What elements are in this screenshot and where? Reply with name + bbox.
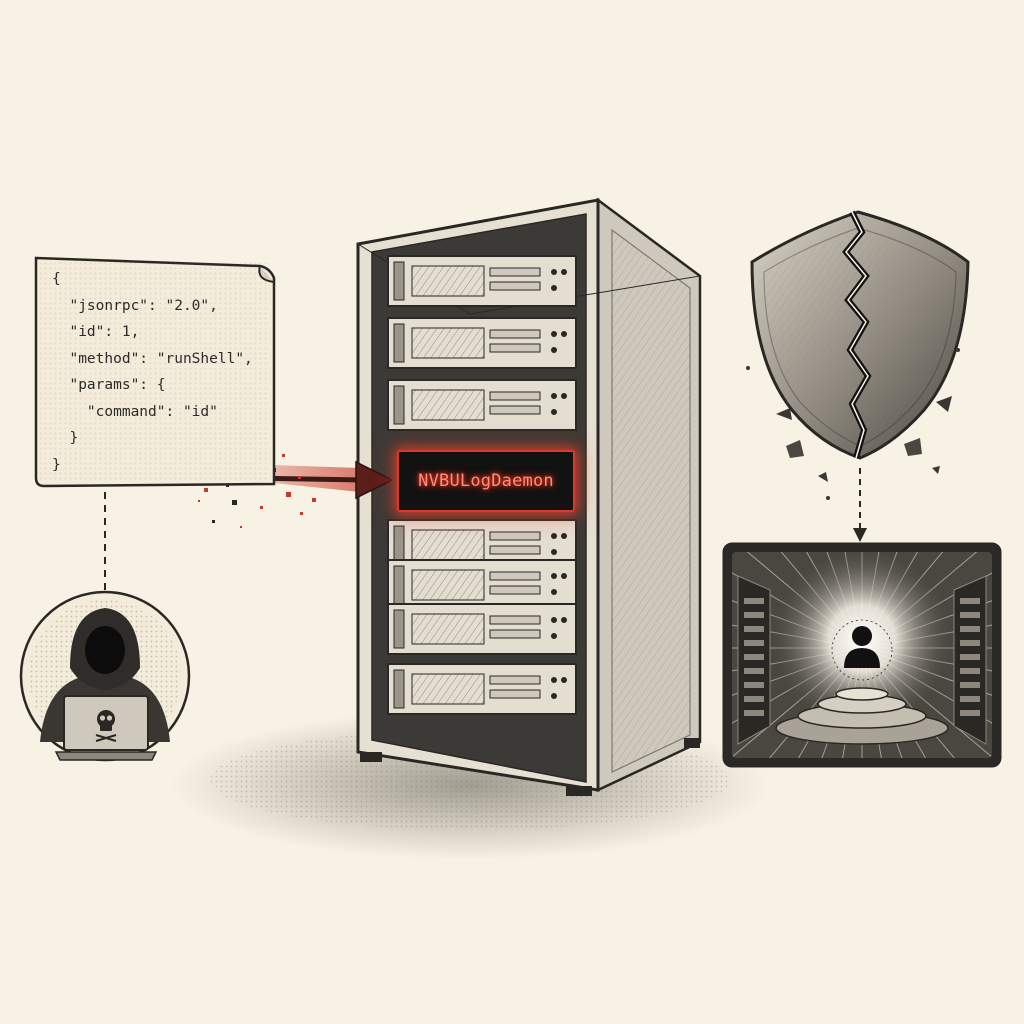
code-line: "jsonrpc": "2.0", [52,297,218,314]
paper-sheet [34,256,276,488]
daemon-name: NVBULogDaemon [418,471,554,491]
code-line: } [52,456,61,473]
code-line: "id": 1, [52,324,140,340]
server-unit [387,603,577,655]
server-unit [387,379,577,431]
code-line: "command": "id" [52,403,218,420]
skull-icon [95,710,117,742]
data-particle [312,498,316,502]
server-unit [387,317,577,369]
user-icon [844,626,880,668]
data-particle [198,500,200,502]
data-particle [260,506,263,509]
arrow-head-icon [355,460,394,500]
code-line: "params": { [52,377,166,393]
arrow-down-icon [853,528,867,542]
broken-shield-icon [746,210,970,500]
code-line: { [52,271,61,287]
attacker-emblem [19,590,191,762]
data-particle [286,492,291,497]
data-particle [300,512,303,515]
json-code-block: { "jsonrpc": "2.0", "id": 1, "method": "… [52,266,253,478]
server-unit [387,663,577,715]
data-particle [212,520,215,523]
data-particle [298,476,301,479]
laptop-icon [54,695,158,761]
data-particle [204,488,208,492]
data-particle [232,500,237,505]
root-access-panel [722,542,1002,768]
data-particle [240,526,242,528]
code-line: "method": "runShell", [52,350,253,367]
json-rpc-request-note: { "jsonrpc": "2.0", "id": 1, "method": "… [34,252,278,490]
data-particle [282,454,285,457]
daemon-label: NVBULogDaemon [397,450,575,512]
server-unit [387,255,577,307]
server-unit [387,559,577,611]
code-line: } [52,430,79,446]
